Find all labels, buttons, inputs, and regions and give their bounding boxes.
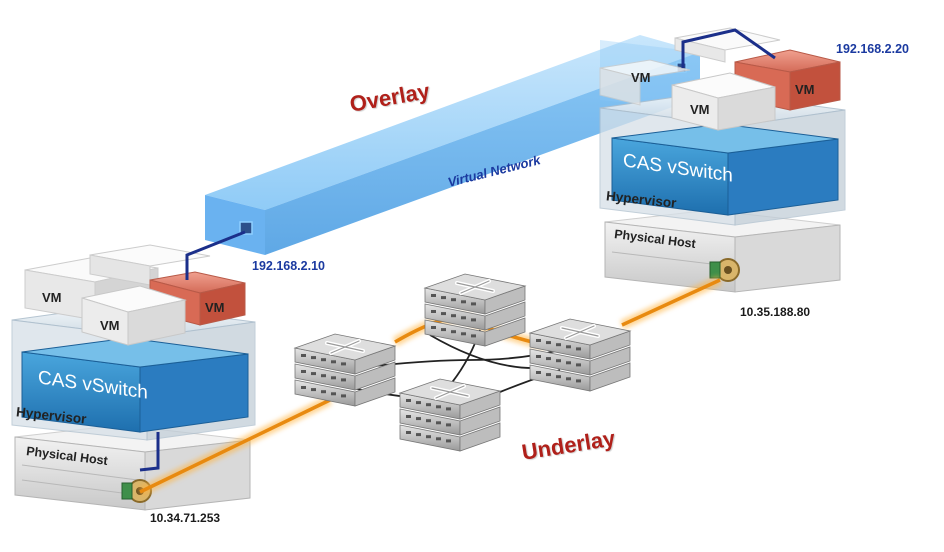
left-vm-front [81,285,187,346]
right-vm-label-front: VM [690,102,710,117]
right-vm-front [671,72,776,131]
underlay-links [137,275,723,497]
switch-bottom-icon [398,378,502,452]
switch-top-icon [423,273,527,347]
left-vswitch-nic-link [139,432,160,472]
right-vm-mid [599,59,691,106]
right-vswitch [611,123,839,216]
left-vm-label-back: VM [42,290,62,305]
left-host-ip: 10.34.71.253 [150,511,221,525]
left-vswitch [21,337,249,433]
right-host [599,27,846,293]
tunnel-endpoint-left-icon [239,221,253,235]
right-vm-label-mid: VM [631,70,651,85]
right-vm-ip: 192.168.2.20 [836,42,909,56]
left-vm-tunnel-link [185,230,246,280]
left-vm-ip: 192.168.2.10 [252,259,325,273]
switch-left-icon [293,333,397,407]
left-host [11,230,256,511]
right-vm-label-highlight: VM [795,82,815,97]
underlay-switches [293,273,632,452]
left-vm-label-highlight: VM [205,300,225,315]
right-vm-tunnel-link [681,28,776,68]
right-physical-host [604,209,841,293]
right-host-ip: 10.35.188.80 [740,305,811,319]
switch-right-icon [528,318,632,392]
right-nic-gear-icon [709,258,740,282]
left-vm-label-front: VM [100,318,120,333]
